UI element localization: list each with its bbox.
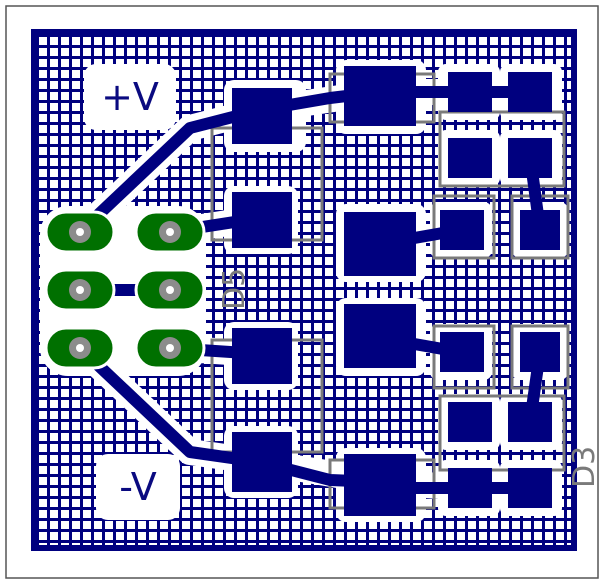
- pad-c4: [344, 454, 416, 516]
- pad-c3: [344, 304, 416, 368]
- pad-r5: [440, 210, 484, 250]
- via-1: [44, 210, 116, 254]
- pad-r11: [448, 468, 492, 508]
- pad-u2-1: [232, 328, 292, 384]
- connector-header: [44, 210, 206, 370]
- pad-u1-2: [232, 192, 292, 248]
- pad-c2: [344, 212, 416, 276]
- pad-u2-2: [232, 432, 292, 492]
- plus-label-box: [88, 68, 172, 126]
- pad-r6: [520, 210, 560, 250]
- silkscreen-ref-left: D5: [217, 268, 252, 310]
- via-3: [44, 268, 116, 312]
- silkscreen-ref-right: D3: [567, 446, 602, 488]
- via-5: [44, 326, 116, 370]
- minus-voltage-label: -V: [119, 465, 156, 509]
- pad-r8: [520, 332, 560, 372]
- pad-u1-1: [232, 88, 292, 144]
- pad-r3: [448, 138, 492, 178]
- pad-c1: [344, 66, 416, 126]
- pad-r2: [508, 72, 552, 112]
- via-6: [134, 326, 206, 370]
- pad-r12: [508, 468, 552, 508]
- plus-voltage-label: +V: [101, 75, 159, 119]
- via-4: [134, 268, 206, 312]
- pad-r7: [440, 332, 484, 372]
- pad-r9: [448, 402, 492, 442]
- via-2: [134, 210, 206, 254]
- pad-r4: [508, 138, 552, 178]
- pad-r10: [508, 402, 552, 442]
- smd-pads: [232, 66, 560, 516]
- minus-label-box: [100, 458, 176, 516]
- pad-r1: [448, 72, 492, 112]
